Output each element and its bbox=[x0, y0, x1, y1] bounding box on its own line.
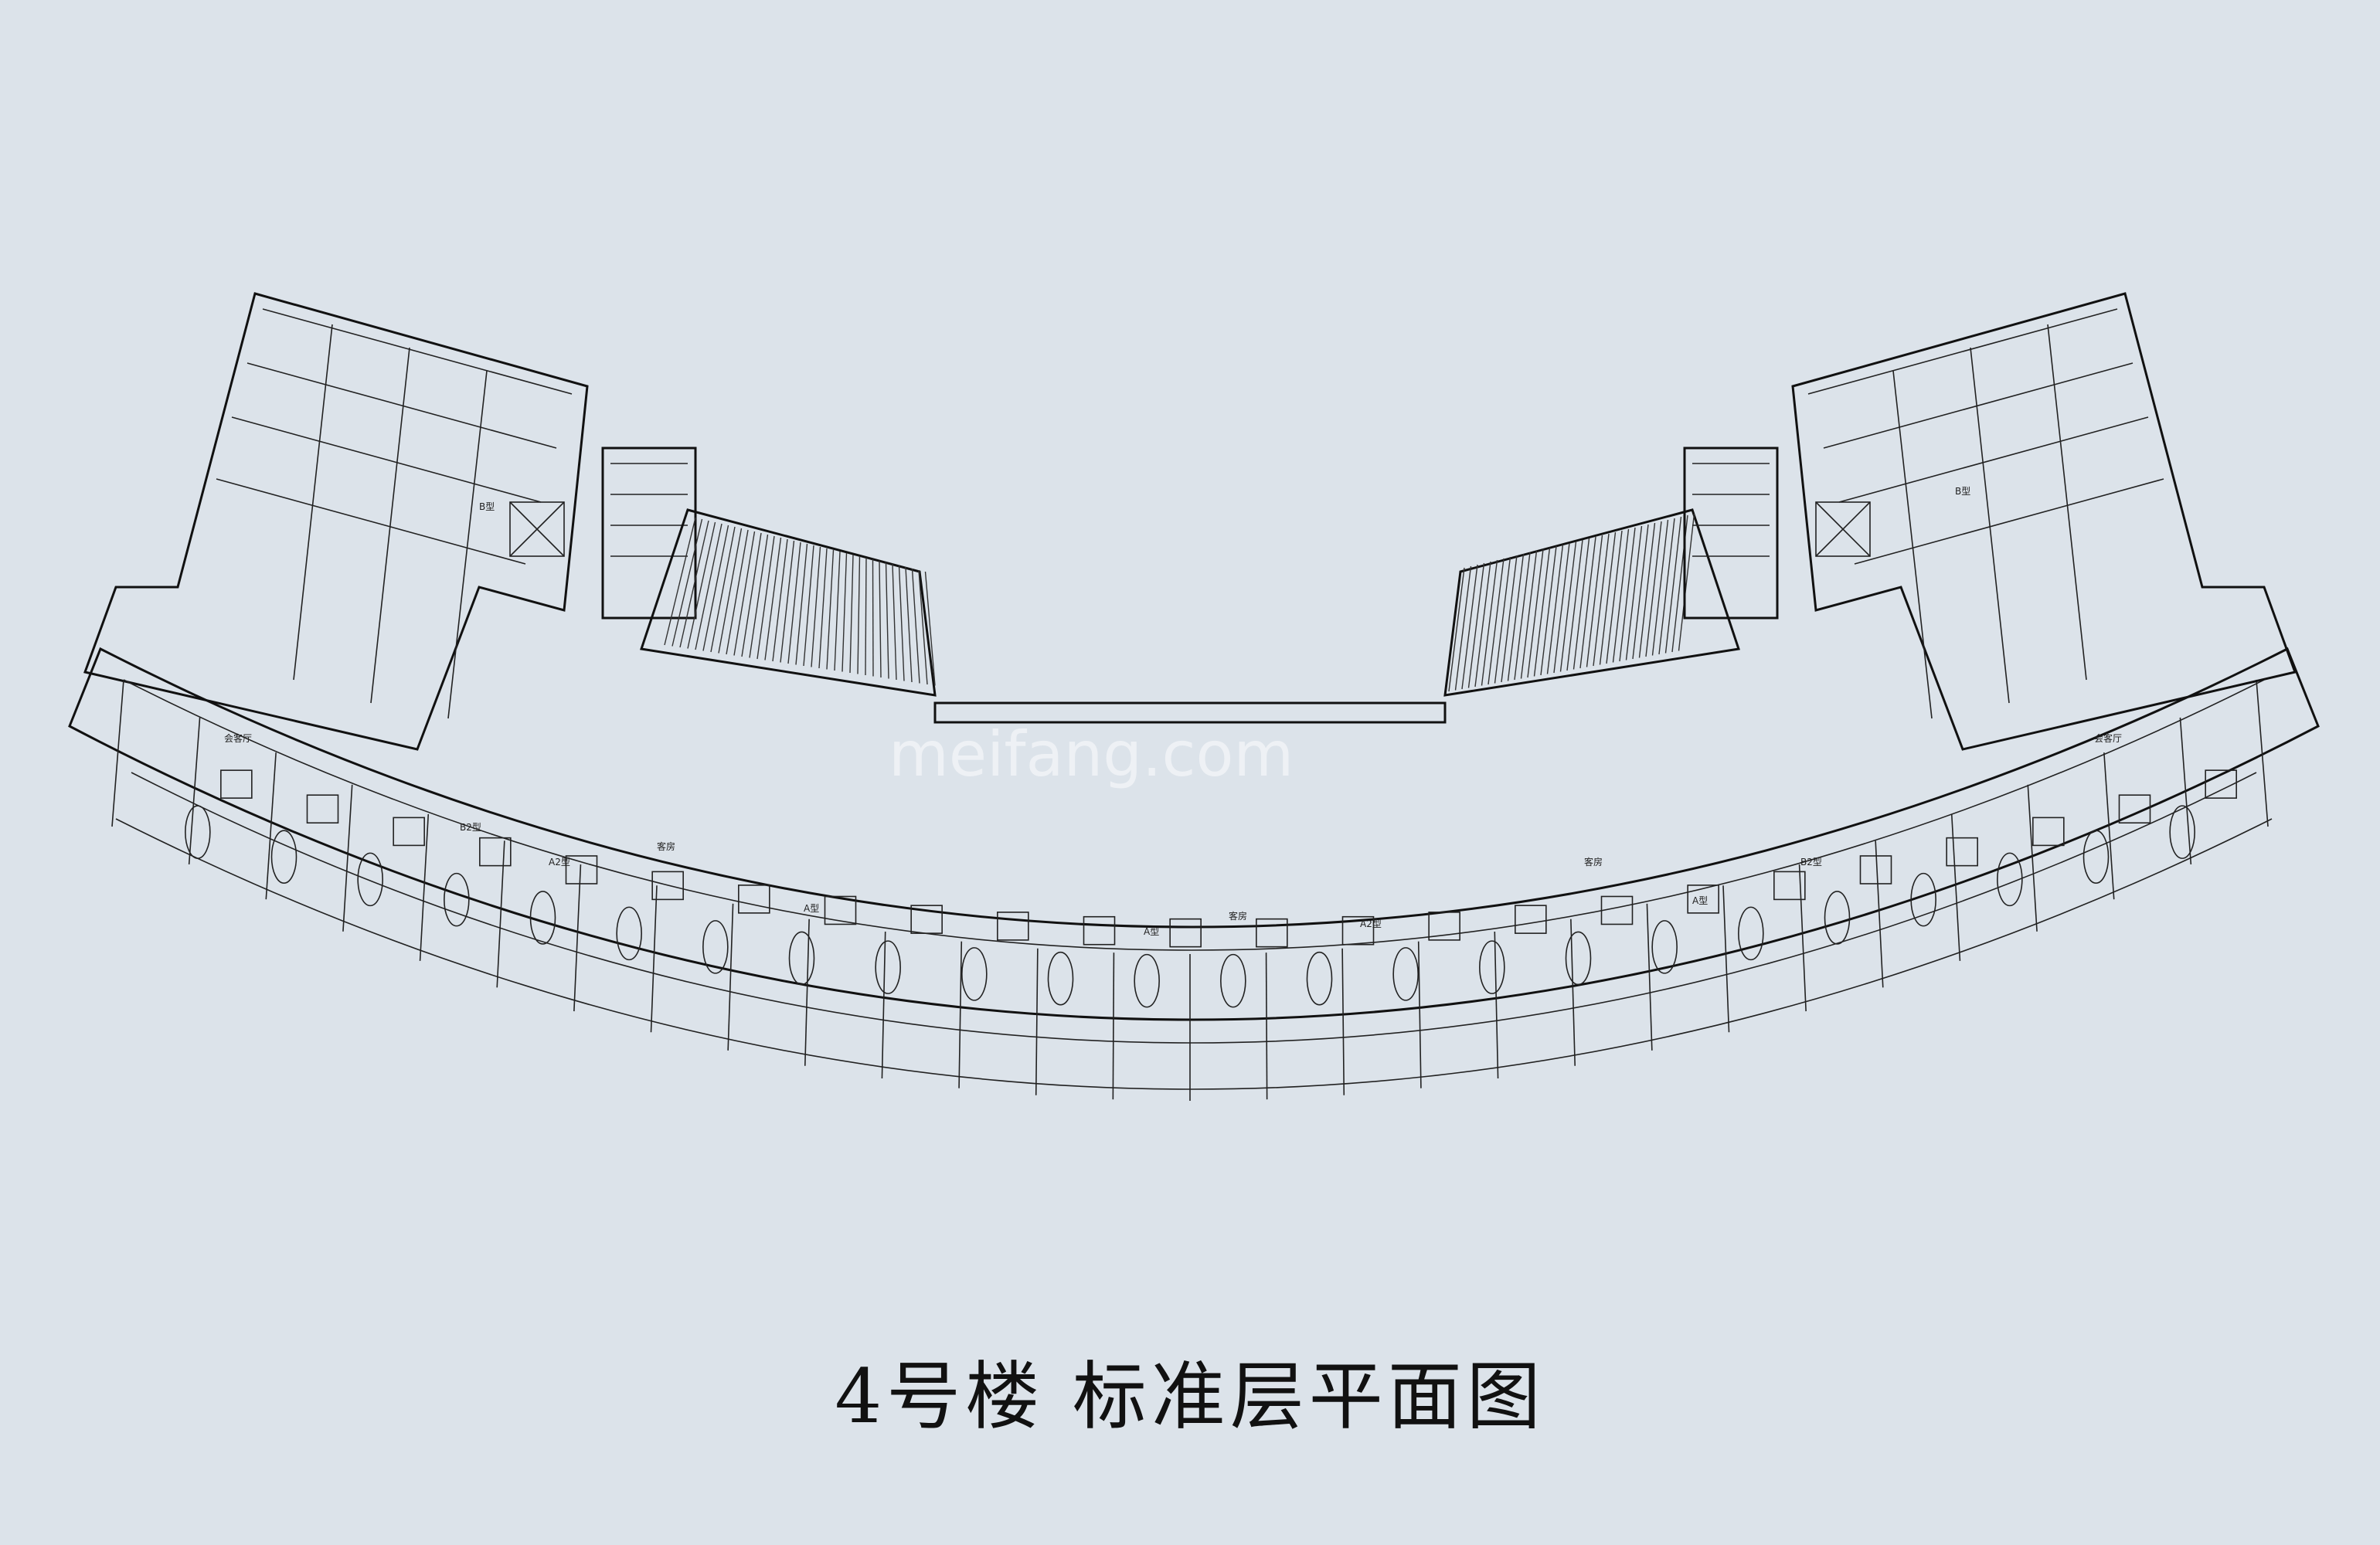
lounge-label-left: 会客厅 bbox=[224, 732, 252, 744]
room-label-center: 客房 bbox=[1229, 910, 1247, 922]
right-roof bbox=[1443, 508, 1740, 697]
page-title: 4号楼 标准层平面图 bbox=[835, 1353, 1545, 1440]
unit-label-b-right: B型 bbox=[1955, 486, 1970, 497]
room-label-right: 客房 bbox=[1584, 856, 1603, 868]
unit-label-a2-right: A2型 bbox=[1360, 919, 1382, 929]
lounge-label-right: 会客厅 bbox=[2094, 732, 2122, 744]
right-wing bbox=[1683, 292, 2297, 751]
unit-label-b-left: B型 bbox=[479, 501, 495, 512]
unit-label-a-left: A型 bbox=[804, 903, 819, 914]
main-bar bbox=[68, 647, 2320, 1101]
unit-label-a-right: A型 bbox=[1692, 895, 1708, 906]
unit-label-b2-left: B2型 bbox=[460, 822, 481, 833]
unit-label-a-center: A型 bbox=[1144, 926, 1159, 937]
left-wing bbox=[83, 292, 697, 751]
watermark: meifang.com bbox=[889, 718, 1294, 790]
unit-label-b2-right: B2型 bbox=[1800, 857, 1822, 868]
room-label-left: 客房 bbox=[657, 840, 675, 852]
unit-label-a2-left: A2型 bbox=[549, 857, 570, 868]
left-roof bbox=[640, 508, 937, 697]
